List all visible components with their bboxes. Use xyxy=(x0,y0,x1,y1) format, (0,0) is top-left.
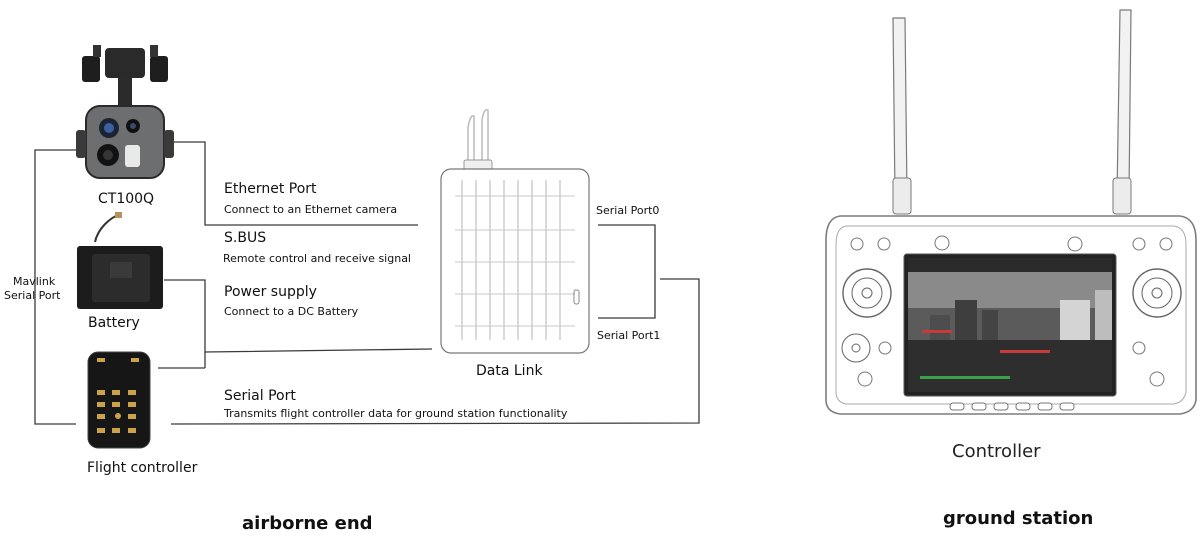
power-port-title: Power supply xyxy=(224,284,317,300)
battery-device xyxy=(77,212,163,309)
power-line xyxy=(164,279,433,353)
connection-lines xyxy=(34,141,700,425)
serial-port1-label: Serial Port1 xyxy=(597,329,661,342)
controller-device xyxy=(825,9,1197,415)
camera-label: CT100Q xyxy=(98,191,155,207)
ethernet-line xyxy=(174,141,418,226)
mavlink-line xyxy=(34,149,76,425)
mavlink-label-line1: Mavlink xyxy=(13,275,56,288)
ethernet-port-title: Ethernet Port xyxy=(224,181,317,197)
data-link-label: Data Link xyxy=(476,363,543,379)
power-port-desc: Connect to a DC Battery xyxy=(224,305,359,318)
controller-label: Controller xyxy=(952,441,1041,462)
battery-label: Battery xyxy=(88,315,140,331)
mavlink-label-line2: Serial Port xyxy=(4,289,61,302)
sbus-port-desc: Remote control and receive signal xyxy=(223,252,411,265)
data-link-device xyxy=(440,108,590,354)
serial-port-title: Serial Port xyxy=(224,388,296,404)
serial-port0-label: Serial Port0 xyxy=(596,204,660,217)
ethernet-port-desc: Connect to an Ethernet camera xyxy=(224,203,398,216)
serial-line xyxy=(170,278,700,425)
ground-station-heading: ground station xyxy=(943,508,1094,529)
serial-port-desc: Transmits flight controller data for gro… xyxy=(224,407,568,420)
airborne-end-heading: airborne end xyxy=(242,513,373,534)
flight-controller-label: Flight controller xyxy=(87,460,198,476)
serial0-line xyxy=(598,224,656,319)
flight-controller-device xyxy=(87,351,151,449)
camera-device xyxy=(76,45,174,179)
sbus-port-title: S.BUS xyxy=(224,230,267,246)
